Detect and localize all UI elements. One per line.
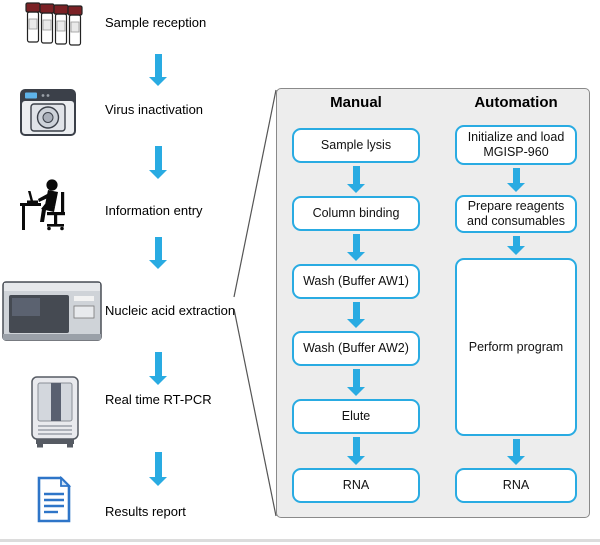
flow-step-label: Nucleic acid extraction <box>105 303 236 318</box>
bottom-divider <box>0 539 600 542</box>
flow-box: Perform program <box>455 258 577 436</box>
flow-step-label: Sample reception <box>105 15 207 30</box>
down-arrow <box>507 439 525 465</box>
down-arrow <box>149 352 167 385</box>
flow-box: Wash (Buffer AW2) <box>292 331 420 366</box>
down-arrow <box>149 452 167 486</box>
down-arrow <box>149 237 167 269</box>
flow-step-label: Virus inactivation <box>105 102 204 117</box>
flow-box: Elute <box>292 399 420 434</box>
flow-box: RNA <box>292 468 420 503</box>
callout-line <box>233 308 277 517</box>
inactivation-machine-icon <box>18 84 80 138</box>
down-arrow <box>507 236 525 255</box>
down-arrow <box>347 369 365 396</box>
column-header-automation: Automation <box>474 94 558 111</box>
down-arrow <box>149 54 167 86</box>
flow-box: Initialize and load MGISP-960 <box>455 125 577 165</box>
column-header-manual: Manual <box>330 94 382 111</box>
callout-line <box>233 89 277 298</box>
pcr-machine-icon <box>26 376 86 448</box>
flow-step-label: Results report <box>105 504 186 519</box>
flow-box: Wash (Buffer AW1) <box>292 264 420 299</box>
flow-box: Sample lysis <box>292 128 420 163</box>
person-computer-icon <box>20 176 84 234</box>
flow-step-label: Information entry <box>105 203 203 218</box>
down-arrow <box>347 166 365 193</box>
flow-step-label: Real time RT-PCR <box>105 392 212 407</box>
flow-box: RNA <box>455 468 577 503</box>
extraction-instrument-icon <box>2 278 102 346</box>
flow-box: Column binding <box>292 196 420 231</box>
flow-box: Prepare reagents and consumables <box>455 195 577 233</box>
down-arrow <box>347 437 365 465</box>
down-arrow <box>149 146 167 179</box>
down-arrow <box>347 302 365 328</box>
down-arrow <box>347 234 365 261</box>
down-arrow <box>507 168 525 192</box>
sample-tubes-icon <box>24 2 86 52</box>
report-document-icon <box>34 476 74 524</box>
